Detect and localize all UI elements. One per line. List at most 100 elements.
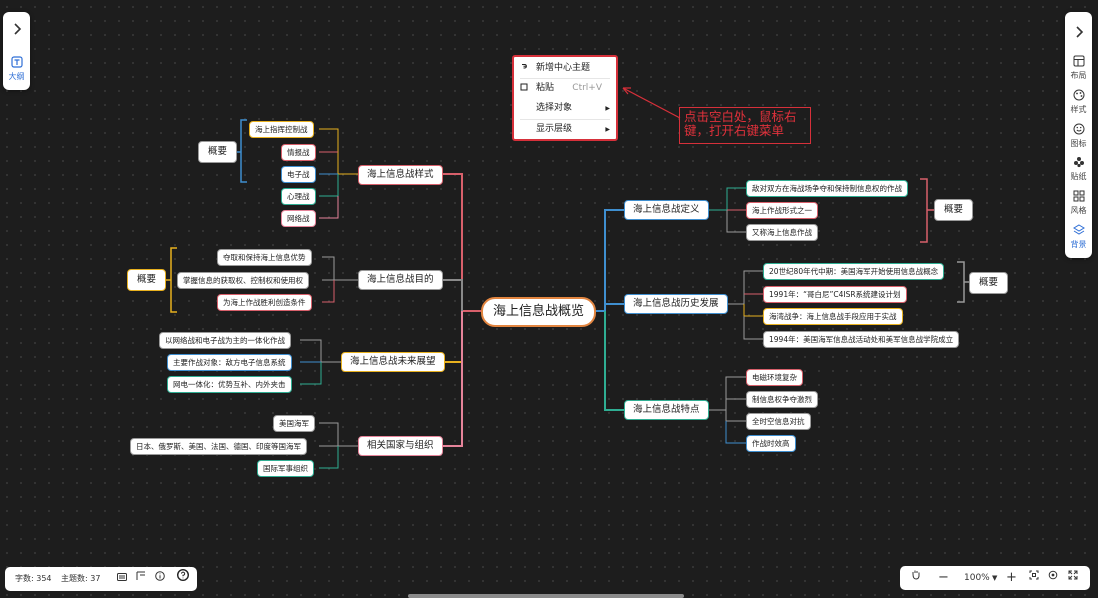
submenu-arrow-icon: ▶ (605, 105, 610, 112)
topic-characteristics[interactable]: 海上信息战特点 (624, 400, 709, 420)
icon-label: 图标 (1070, 139, 1087, 148)
subtopic-command-control[interactable]: 海上指挥控制战 (249, 121, 314, 138)
sticker-label: 贴纸 (1070, 172, 1087, 181)
annotation-callout: 点击空白处，鼠标右 键，打开右键菜单 (679, 107, 811, 144)
topic-definition[interactable]: 海上信息战定义 (624, 200, 709, 220)
sticker-icon (1065, 156, 1092, 171)
subtopic-main-target[interactable]: 主要作战对象：敌方电子信息系统 (167, 354, 292, 371)
expand-left-panel-button[interactable] (3, 20, 30, 39)
theme-button[interactable]: 风格 (1065, 190, 1092, 216)
subtopic-history-2[interactable]: 1991年：“哥白尼”C4ISR系统建设计划 (763, 286, 907, 303)
background-label: 背景 (1070, 240, 1087, 249)
subtopic-trait-3[interactable]: 全时空信息对抗 (746, 413, 811, 430)
topic-count: 主题数: 37 (61, 574, 101, 583)
subtopic-trait-1[interactable]: 电磁环境复杂 (746, 369, 803, 386)
subtopic-history-1[interactable]: 20世纪80年代中期：美国海军开始使用信息战概念 (763, 263, 945, 280)
palette-icon (1065, 89, 1092, 104)
subtopic-intelligence[interactable]: 情报战 (281, 144, 316, 161)
smile-icon (1065, 123, 1092, 138)
menu-label-paste: 粘贴 (536, 83, 555, 93)
text-box-icon (3, 56, 30, 71)
topic-history[interactable]: 海上信息战历史发展 (624, 294, 728, 314)
subtopic-definition-3[interactable]: 又称海上信息作战 (746, 224, 818, 241)
menu-divider (520, 119, 610, 120)
chevron-right-icon (1075, 26, 1083, 38)
topic-future-outlook[interactable]: 海上信息战未来展望 (341, 352, 445, 372)
subtopic-info-superiority[interactable]: 夺取和保持海上信息优势 (217, 249, 312, 266)
zoom-toolbar: − 100% ▼ + (900, 566, 1090, 590)
menu-item-add-central-topic[interactable]: 新增中心主题 (514, 59, 616, 78)
horizontal-scrollbar[interactable] (408, 594, 684, 598)
subtopic-electronic[interactable]: 电子战 (281, 166, 316, 183)
submenu-arrow-icon: ▶ (605, 126, 610, 133)
hand-icon[interactable] (911, 566, 921, 590)
fullscreen-icon[interactable] (1068, 566, 1078, 590)
summary-goals[interactable]: 概要 (127, 269, 167, 291)
menu-item-paste[interactable]: 粘贴 Ctrl+V (514, 79, 616, 98)
topic-warfare-styles[interactable]: 海上信息战样式 (358, 165, 443, 185)
subtopic-us-navy[interactable]: 美国海军 (273, 415, 315, 432)
topic-related-orgs[interactable]: 相关国家与组织 (358, 436, 443, 456)
menu-label-add-central-topic: 新增中心主题 (536, 63, 591, 73)
menu-divider (520, 78, 610, 79)
zoom-level[interactable]: 100% (964, 573, 990, 583)
subtopic-definition-2[interactable]: 海上作战形式之一 (746, 202, 818, 219)
style-button[interactable]: 样式 (1065, 89, 1092, 115)
subtopic-other-navies[interactable]: 日本、俄罗斯、美国、法国、德国、印度等国海军 (130, 438, 307, 455)
subtopic-info-rights[interactable]: 掌握信息的获取权、控制权和使用权 (177, 272, 309, 289)
info-icon[interactable] (155, 567, 165, 591)
annotation-line-2: 键，打开右键菜单 (684, 123, 785, 138)
topic-warfare-goals[interactable]: 海上信息战目的 (358, 270, 443, 290)
summary-history[interactable]: 概要 (969, 272, 1009, 294)
subtopic-history-3[interactable]: 海湾战争：海上信息战手段应用于实战 (763, 308, 903, 325)
subtopic-intl-orgs[interactable]: 国际军事组织 (257, 460, 314, 477)
subtopic-network-electronic[interactable]: 网电一体化：优势互补、内外夹击 (167, 376, 292, 393)
subtopic-network[interactable]: 网络战 (281, 210, 316, 227)
paste-shortcut: Ctrl+V (572, 83, 602, 93)
subtopic-psychological[interactable]: 心理战 (281, 188, 316, 205)
layout-icon (1065, 55, 1092, 70)
outline-label: 大纲 (8, 72, 25, 81)
left-panel: 大纲 (3, 12, 30, 90)
layers-icon (1065, 224, 1092, 239)
status-bar: 字数: 354 主题数: 37 (5, 567, 197, 591)
subtopic-integrated-ops[interactable]: 以网络战和电子战为主的一体化作战 (159, 332, 291, 349)
fit-screen-icon[interactable] (1029, 566, 1039, 590)
link-icon (520, 59, 529, 78)
zoom-out-button[interactable]: − (938, 570, 949, 585)
locate-center-icon[interactable] (1048, 566, 1058, 590)
subtopic-definition-1[interactable]: 敌对双方在海战场争夺和保持制信息权的作战 (746, 180, 908, 197)
annotation-line-1: 点击空白处，鼠标右 (684, 109, 797, 124)
style-label: 样式 (1070, 105, 1087, 114)
word-count: 字数: 354 (15, 574, 52, 583)
context-menu: 新增中心主题 粘贴 Ctrl+V 选择对象 ▶ 显示层级 ▶ (512, 55, 618, 141)
subtopic-victory-conditions[interactable]: 为海上作战胜利创造条件 (217, 294, 312, 311)
subtopic-trait-4[interactable]: 作战时效高 (746, 435, 796, 452)
menu-item-select-objects[interactable]: 选择对象 ▶ (514, 99, 616, 118)
right-panel: 布局 样式 图标 贴纸 风格 背景 (1065, 12, 1092, 258)
help-icon[interactable] (176, 567, 190, 591)
summary-styles[interactable]: 概要 (198, 141, 238, 163)
sticker-button[interactable]: 贴纸 (1065, 156, 1092, 182)
keyboard-icon[interactable] (117, 567, 127, 591)
menu-label-show-levels: 显示层级 (536, 124, 573, 134)
expand-right-panel-button[interactable] (1065, 23, 1092, 42)
structure-icon[interactable] (136, 567, 146, 591)
icon-button[interactable]: 图标 (1065, 123, 1092, 149)
subtopic-trait-2[interactable]: 制信息权争夺激烈 (746, 391, 818, 408)
menu-label-select-objects: 选择对象 (536, 103, 573, 113)
chevron-right-icon (13, 23, 21, 35)
chevron-down-icon[interactable]: ▼ (992, 574, 998, 582)
subtopic-history-4[interactable]: 1994年：美国海军信息战活动处和美军信息战学院成立 (763, 331, 960, 348)
zoom-in-button[interactable]: + (1006, 570, 1017, 585)
summary-definition[interactable]: 概要 (934, 199, 974, 221)
theme-label: 风格 (1070, 206, 1087, 215)
checkbox-icon (520, 79, 528, 98)
theme-grid-icon (1065, 190, 1092, 205)
outline-button[interactable]: 大纲 (3, 56, 30, 82)
root-topic[interactable]: 海上信息战概览 (481, 297, 597, 327)
menu-item-show-levels[interactable]: 显示层级 ▶ (514, 120, 616, 139)
layout-button[interactable]: 布局 (1065, 55, 1092, 81)
background-button[interactable]: 背景 (1065, 224, 1092, 250)
